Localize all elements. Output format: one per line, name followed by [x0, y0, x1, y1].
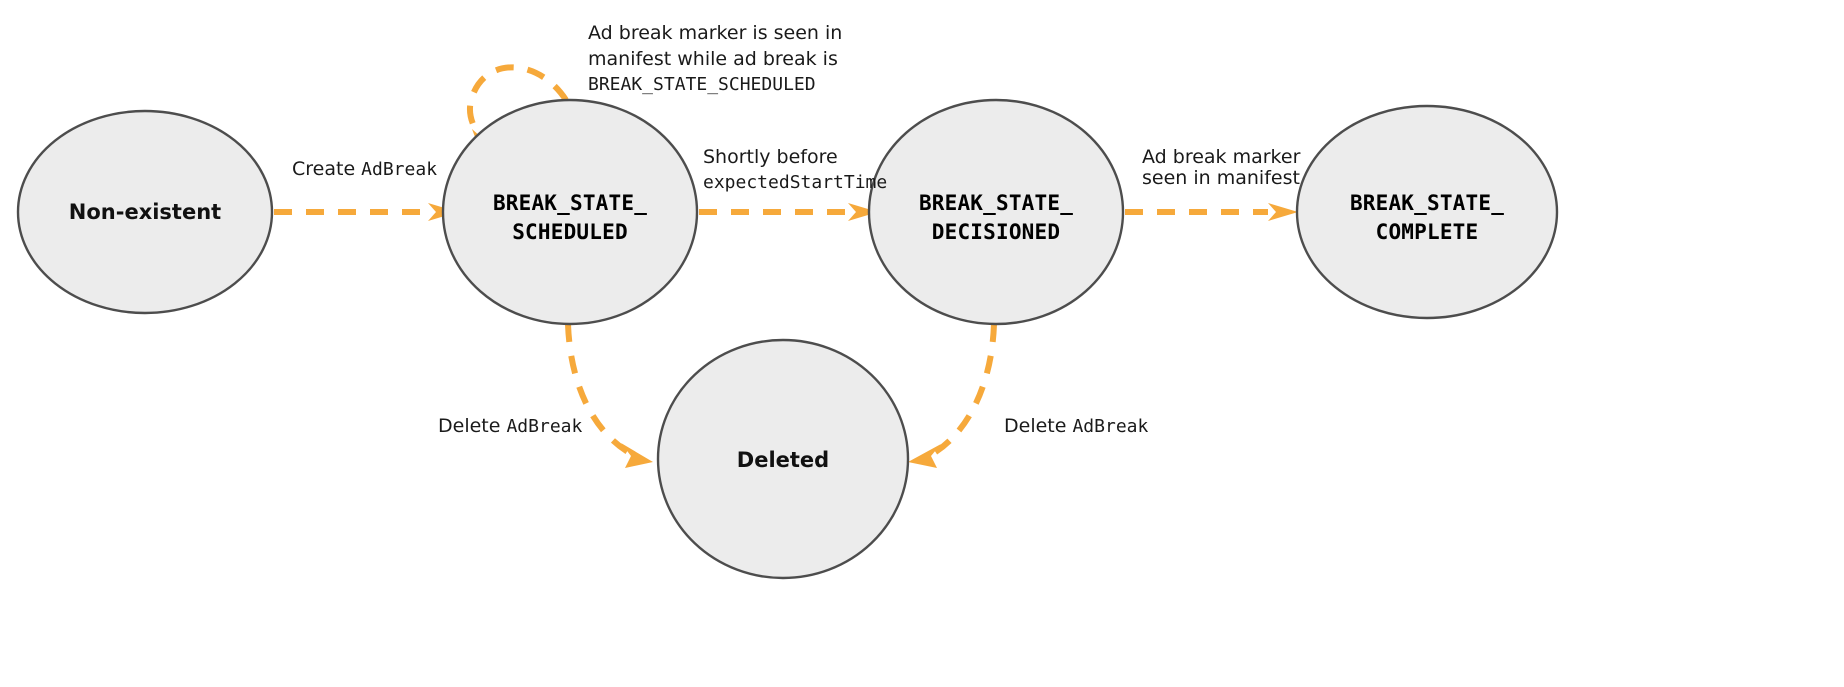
edge-label-delete-from-decisioned-plain: Delete: [1004, 415, 1072, 437]
node-break-state-scheduled[interactable]: BREAK_STATE_ SCHEDULED: [441, 98, 699, 326]
edge-label-delete-from-scheduled-plain: Delete: [438, 415, 506, 437]
edge-ad-break-marker-seen-arrowhead: [1268, 203, 1298, 221]
edge-label-create-adbreak: Create AdBreak: [292, 158, 437, 180]
edge-label-self-loop-line3: BREAK_STATE_SCHEDULED: [588, 74, 816, 95]
edge-delete-adbreak-from-scheduled-arrowhead: [621, 443, 653, 468]
edge-label-self-loop-line2: manifest while ad break is: [588, 48, 838, 70]
edge-label-create-adbreak-text: Create AdBreak: [292, 158, 437, 180]
edge-label-shortly-before-line1: Shortly before: [703, 146, 838, 168]
edge-label-delete-from-scheduled-text: Delete AdBreak: [438, 415, 582, 437]
edge-label-delete-from-decisioned-mono: AdBreak: [1072, 416, 1148, 437]
node-break-state-scheduled-shape[interactable]: [441, 98, 699, 326]
edge-label-shortly-before: Shortly before expectedStartTime: [703, 146, 887, 193]
node-non-existent-shape[interactable]: [16, 109, 274, 315]
edge-label-ad-break-marker-seen-line2: seen in manifest: [1142, 167, 1300, 189]
node-non-existent-label: Non-existent: [69, 200, 221, 224]
node-break-state-complete-label-line2: COMPLETE: [1376, 220, 1479, 244]
edge-label-ad-break-marker-seen: Ad break marker seen in manifest: [1142, 146, 1301, 189]
edge-label-delete-adbreak-from-scheduled: Delete AdBreak: [438, 415, 582, 437]
edge-label-shortly-before-line2: expectedStartTime: [703, 172, 887, 193]
node-break-state-complete-label-line1: BREAK_STATE_: [1350, 191, 1504, 215]
node-break-state-decisioned-label-line1: BREAK_STATE_: [919, 191, 1073, 215]
edge-label-delete-from-decisioned-text: Delete AdBreak: [1004, 415, 1148, 437]
edge-shortly-before: [699, 203, 878, 221]
edge-delete-adbreak-from-decisioned-line: [932, 323, 997, 456]
edge-ad-break-marker-seen: [1125, 203, 1298, 221]
edge-label-ad-break-marker-seen-line1: Ad break marker: [1142, 146, 1301, 168]
edge-delete-adbreak-from-decisioned: [908, 323, 997, 468]
node-break-state-complete-shape[interactable]: [1295, 104, 1559, 320]
edge-label-delete-adbreak-from-decisioned: Delete AdBreak: [1004, 415, 1148, 437]
node-break-state-scheduled-label-line2: SCHEDULED: [512, 220, 628, 244]
node-deleted-shape[interactable]: [656, 338, 910, 580]
node-break-state-decisioned-shape[interactable]: [867, 98, 1125, 326]
edge-label-create-adbreak-mono: AdBreak: [361, 159, 437, 180]
edge-label-create-adbreak-plain: Create: [292, 158, 361, 180]
edge-label-self-loop-line1: Ad break marker is seen in: [588, 22, 842, 44]
edge-label-delete-from-scheduled-mono: AdBreak: [506, 416, 582, 437]
node-non-existent[interactable]: Non-existent: [16, 109, 274, 315]
edge-create-adbreak: [274, 203, 458, 221]
edge-self-loop-scheduled-line: [466, 64, 569, 138]
node-deleted[interactable]: Deleted: [656, 338, 910, 580]
edge-delete-adbreak-from-decisioned-arrowhead: [908, 444, 941, 468]
edge-shortly-before-arrowhead: [848, 203, 878, 221]
node-break-state-scheduled-label-line1: BREAK_STATE_: [493, 191, 647, 215]
node-break-state-decisioned-label-line2: DECISIONED: [932, 220, 1060, 244]
node-break-state-complete[interactable]: BREAK_STATE_ COMPLETE: [1295, 104, 1559, 320]
edge-delete-adbreak-from-scheduled: [565, 323, 653, 468]
edge-delete-adbreak-from-scheduled-line: [565, 323, 630, 455]
node-break-state-decisioned[interactable]: BREAK_STATE_ DECISIONED: [867, 98, 1125, 326]
edge-label-self-loop-scheduled: Ad break marker is seen in manifest whil…: [588, 22, 842, 95]
node-deleted-label: Deleted: [737, 448, 829, 472]
